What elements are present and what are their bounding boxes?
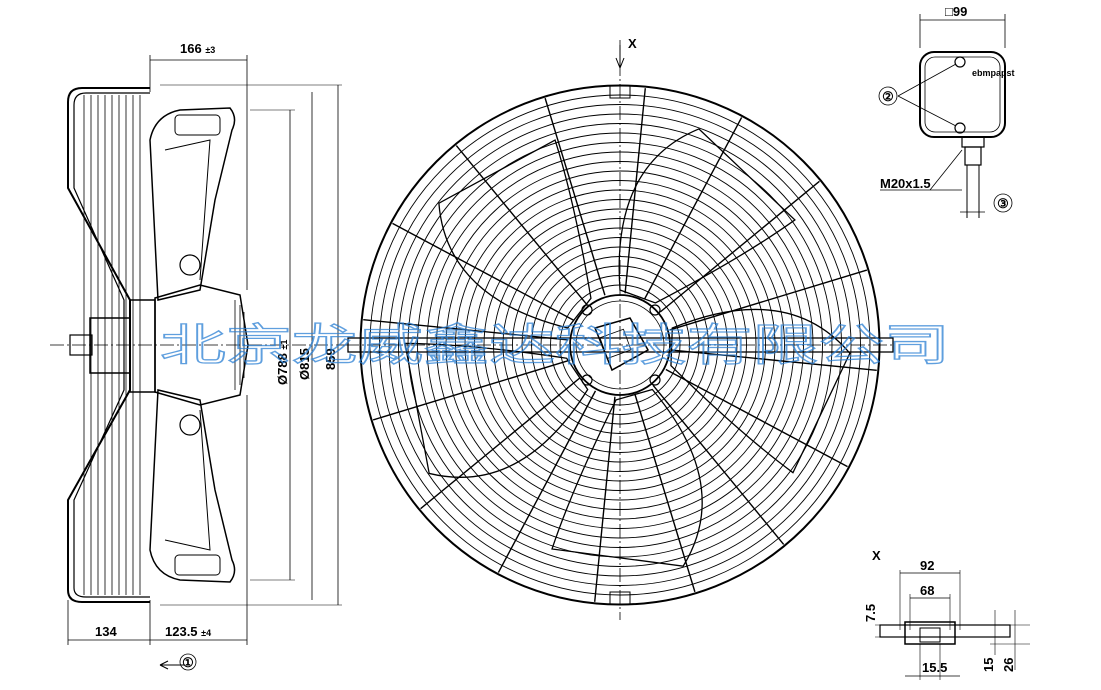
svg-text:123.5 ±4: 123.5 ±4 [165,624,211,639]
dim-859: 859 [323,348,338,370]
guard-ring [388,113,852,577]
guard-spoke [665,368,848,468]
guard-ring [464,189,776,501]
guard-spoke [420,377,581,510]
guard-ring [417,142,823,548]
callout-3: ③ [997,196,1009,211]
side-view: 166 ±3 Ø788 ±1 Ø815 859 134 123.5 ±4 ① [50,41,345,671]
dim-7-5: 7.5 [863,604,878,622]
dim-123-5: 123.5 [165,624,198,639]
guard-ring [379,104,861,586]
guard-ring [502,227,738,463]
svg-text:166 ±3: 166 ±3 [180,41,215,56]
guard-spoke [594,396,616,602]
guard-spoke [497,390,597,573]
dim-166: 166 [180,41,202,56]
fan-blade [438,139,592,329]
guard-spoke [544,97,606,296]
guard-ring [512,237,728,453]
dim-15: 15 [981,658,996,672]
guard-spoke [652,384,785,545]
guard-rods [83,95,141,595]
terminal-box-detail: □99 ebmpapst ② M20x1.5 ③ [878,4,1015,218]
front-view: X [345,36,895,620]
fan-blade [618,128,796,304]
dim-134: 134 [95,624,117,639]
detail-x-title: X [872,548,881,563]
guard-ring [540,265,700,425]
fan-blade [404,342,589,478]
guard-ring [483,208,757,482]
dim-788-tol: ±1 [279,340,289,350]
fan-blades [404,128,851,567]
guard-spoke [643,117,743,300]
section-marker-x: X [628,36,637,51]
fan-blade [670,308,851,474]
guard-spoke [634,394,696,593]
guard-ring [369,94,871,596]
guard-ring [493,218,747,472]
guard-spoke [372,359,571,421]
guard-spoke [671,349,877,371]
guard-spoke [669,269,868,331]
dim-166-tol: ±3 [205,45,215,55]
dim-99: □99 [945,4,967,19]
guard-ring [474,199,766,491]
airflow-callout: ① [182,655,194,670]
thread-m20: M20x1.5 [880,176,931,191]
guard-ring [436,161,804,529]
guard-spoke [659,180,820,313]
brand-mark: ebmpapst [972,68,1015,78]
guard-ring [550,275,690,415]
detail-x: X 92 68 7.5 15 26 15.5 [863,548,1030,680]
dim-92: 92 [920,558,934,573]
dim-123-5-tol: ±4 [201,628,211,638]
guard-ring [426,151,814,539]
dim-68: 68 [920,583,934,598]
callout-2: ② [882,89,894,104]
guard-spoke [363,319,569,341]
dim-788: Ø788 [275,353,290,385]
watermark-company-name: 北京龙威鑫达科技有限公司 [160,320,950,371]
guard-spokes [363,88,877,602]
guard-ring [407,132,833,558]
guard-spoke [392,222,575,322]
svg-text:Ø788 ±1: Ø788 ±1 [275,340,290,385]
dim-15-5: 15.5 [922,660,947,675]
guard-spoke [624,88,646,294]
dim-815: Ø815 [297,348,312,380]
rotor-fins [234,300,245,390]
dim-26: 26 [1001,658,1016,672]
fan-blade [551,388,703,567]
guard-spoke [455,145,588,306]
